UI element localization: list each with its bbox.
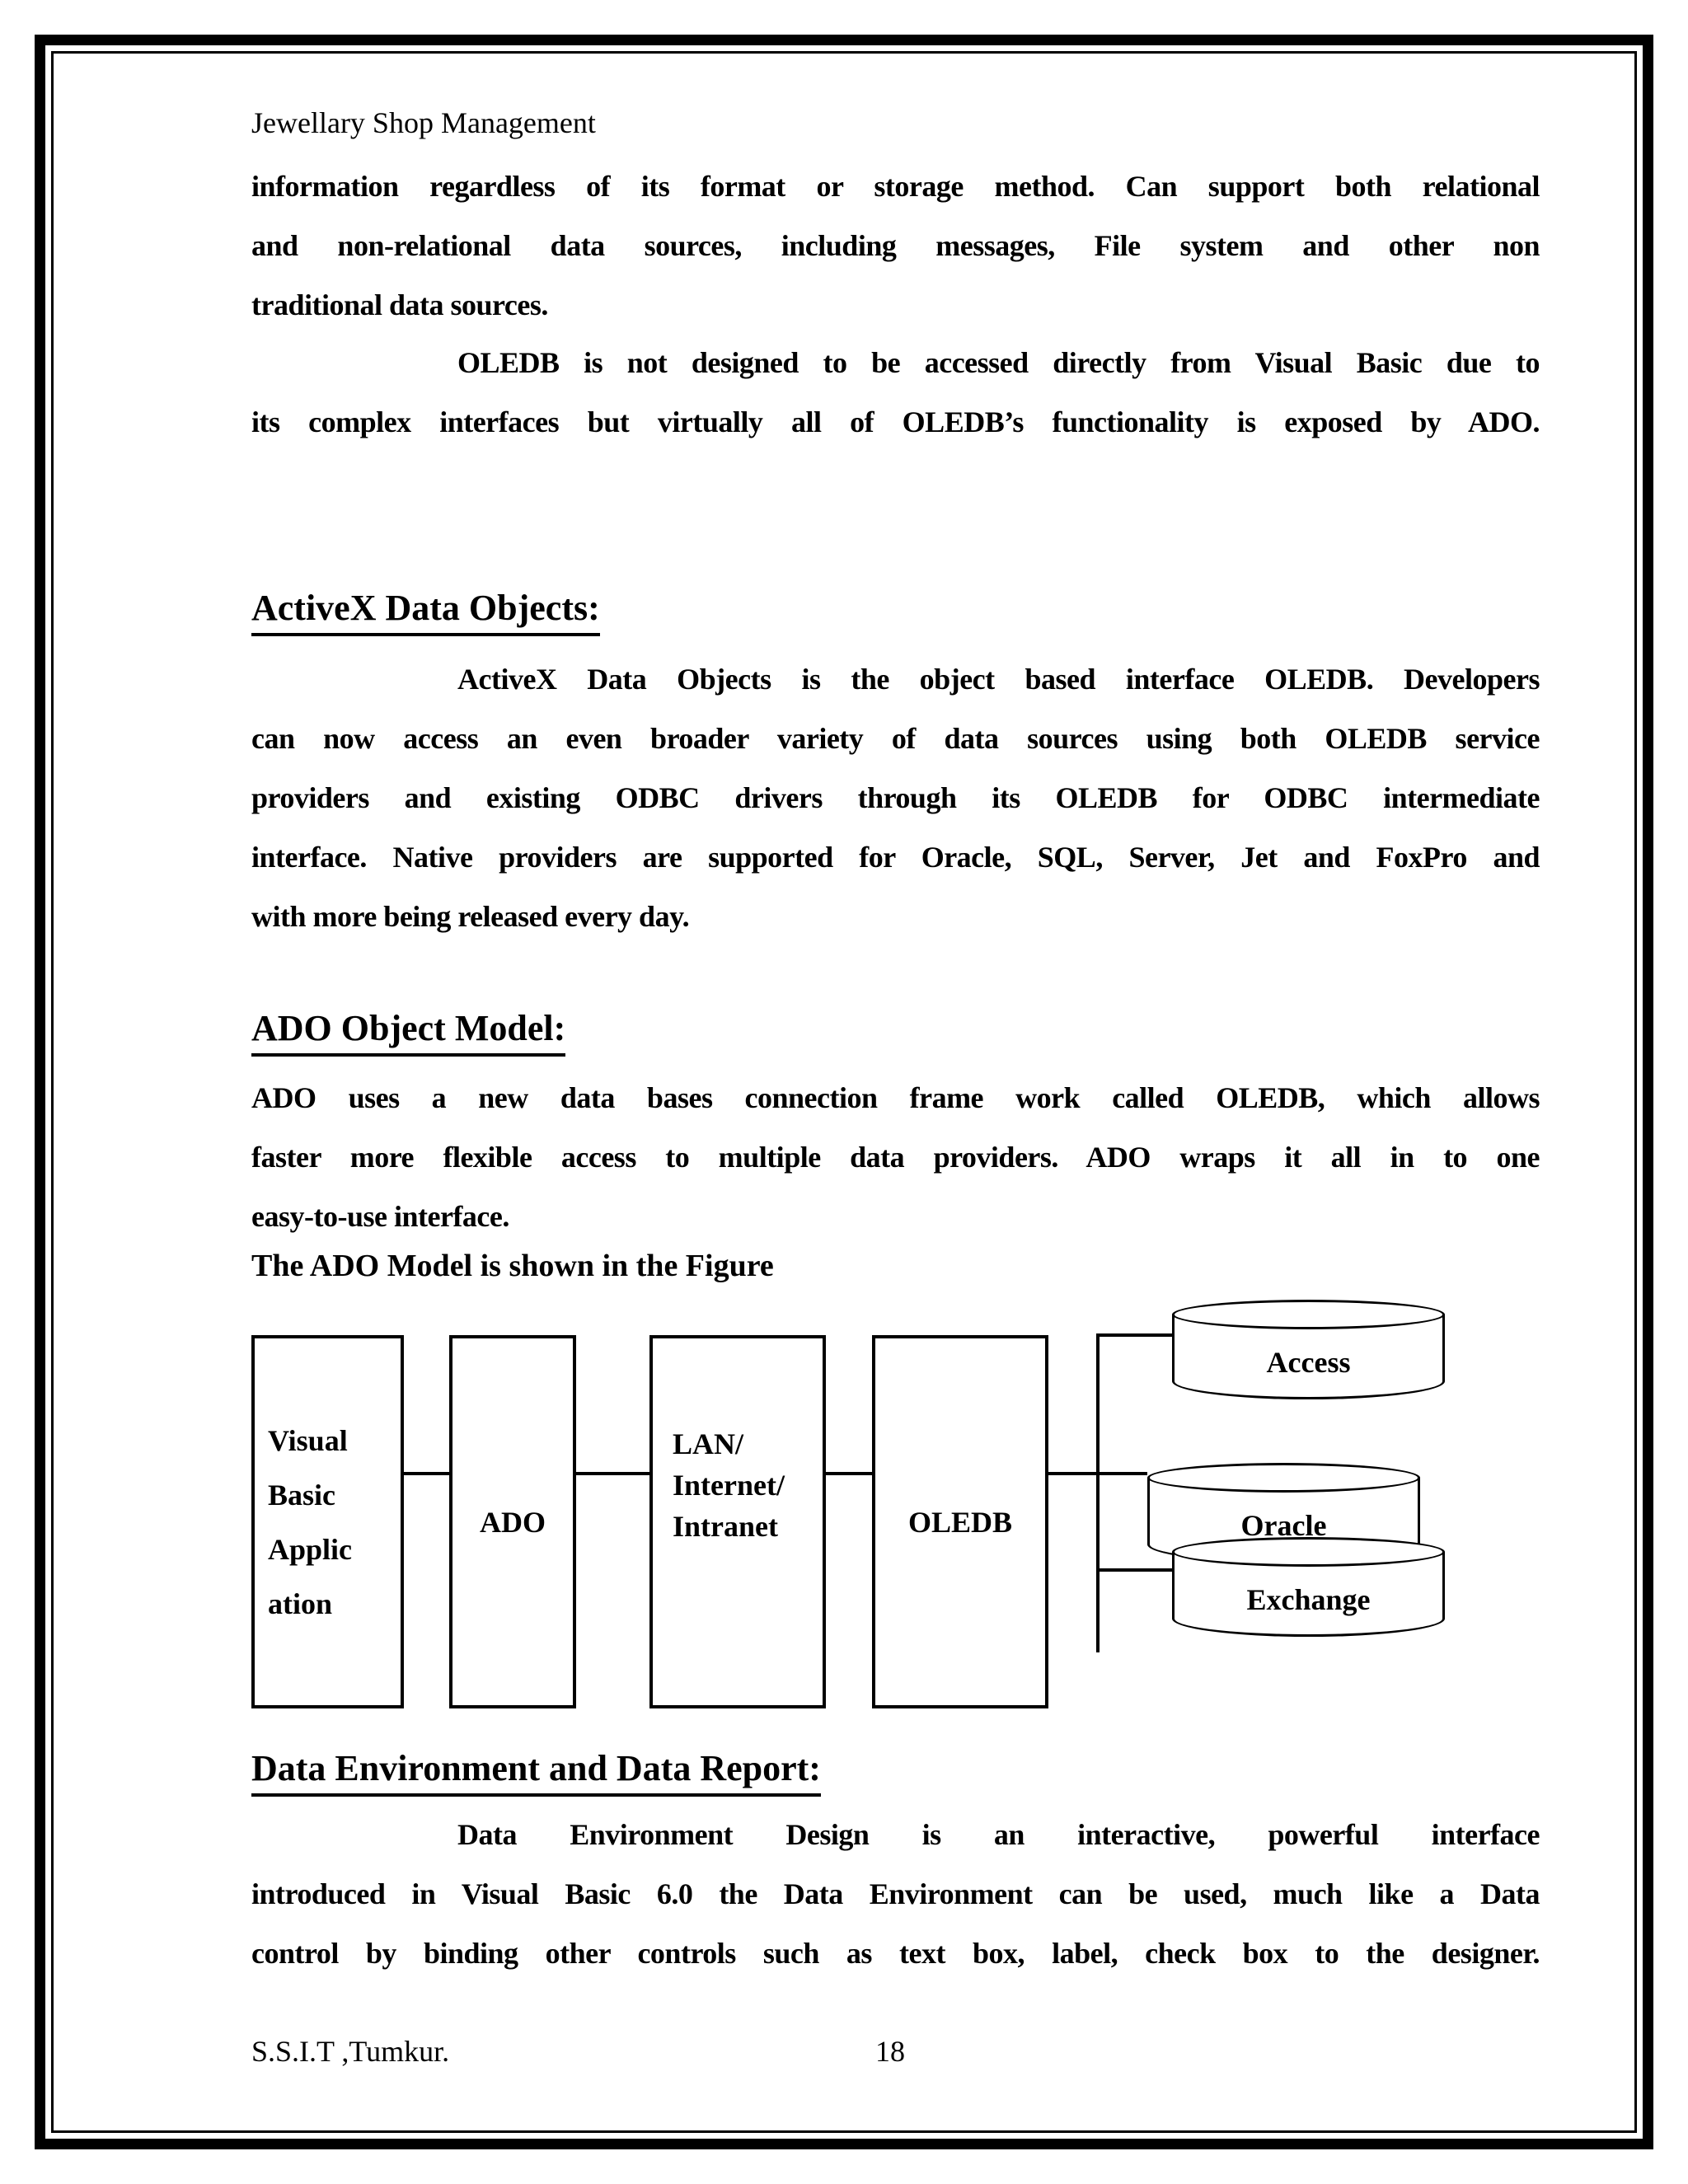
footer-page-number: 18 bbox=[875, 2035, 905, 2068]
section-heading-activex: ActiveX Data Objects: bbox=[251, 587, 600, 636]
text-line: Data Environment Design is an interactiv… bbox=[457, 1818, 1540, 1851]
cylinder-label: Oracle bbox=[1240, 1508, 1327, 1542]
connector-branch-trunk bbox=[1096, 1333, 1100, 1652]
paragraph-oledb-access: OLEDB is not designed to be accessed dir… bbox=[251, 333, 1540, 452]
paragraph-oledb-intro: information regardless of its format or … bbox=[251, 157, 1540, 335]
paragraph-ado-model: ADO uses a new data bases connection fra… bbox=[251, 1068, 1540, 1246]
diagram-box-ado: ADO bbox=[449, 1335, 576, 1708]
text-line: providers and existing ODBC drivers thro… bbox=[251, 781, 1540, 814]
diagram-box-lan-internet-intranet: LAN/ Internet/ Intranet bbox=[649, 1335, 826, 1708]
diagram-box-label: Visual Basic Applic ation bbox=[268, 1423, 353, 1620]
connector-branch-to-exchange bbox=[1098, 1568, 1174, 1572]
page-border-inner bbox=[51, 51, 1637, 2133]
diagram-box-label: OLEDB bbox=[907, 1505, 1013, 1539]
text-line: can now access an even broader variety o… bbox=[251, 722, 1540, 755]
connector-lan-to-oledb bbox=[826, 1472, 872, 1475]
paragraph-activex: ActiveX Data Objects is the object based… bbox=[251, 649, 1540, 946]
cylinder-top-ellipse bbox=[1172, 1537, 1445, 1567]
running-header: Jewellary Shop Management bbox=[251, 106, 596, 139]
cylinder-label: Exchange bbox=[1246, 1582, 1371, 1616]
footer-institution: S.S.I.T ,Tumkur. bbox=[251, 2035, 450, 2068]
text-line: information regardless of its format or … bbox=[251, 170, 1540, 203]
text-line: faster more flexible access to multiple … bbox=[251, 1141, 1540, 1174]
section-heading-ado-model: ADO Object Model: bbox=[251, 1007, 566, 1057]
text-line: control by binding other controls such a… bbox=[251, 1937, 1540, 1970]
text-line: ActiveX Data Objects is the object based… bbox=[457, 663, 1540, 696]
connector-ado-to-lan bbox=[576, 1472, 649, 1475]
figure-caption: The ADO Model is shown in the Figure bbox=[251, 1249, 774, 1283]
text-line: traditional data sources. bbox=[251, 288, 548, 321]
diagram-box-label: LAN/ Internet/ Intranet bbox=[673, 1427, 785, 1543]
text-line: interface. Native providers are supporte… bbox=[251, 841, 1540, 874]
cylinder-label: Access bbox=[1266, 1345, 1351, 1379]
connector-vb-to-ado bbox=[404, 1472, 449, 1475]
text-line: OLEDB is not designed to be accessed dir… bbox=[457, 346, 1540, 379]
database-cylinder-access: Access bbox=[1172, 1300, 1445, 1399]
page-border-outer bbox=[35, 35, 1653, 2149]
section-heading-data-environment: Data Environment and Data Report: bbox=[251, 1747, 821, 1797]
text-line: its complex interfaces but virtually all… bbox=[251, 405, 1540, 438]
cylinder-top-ellipse bbox=[1147, 1463, 1420, 1493]
diagram-box-oledb: OLEDB bbox=[872, 1335, 1048, 1708]
connector-branch-to-access bbox=[1098, 1333, 1174, 1337]
database-cylinder-exchange: Exchange bbox=[1172, 1537, 1445, 1637]
diagram-box-label: ADO bbox=[480, 1505, 546, 1539]
text-line: with more being released every day. bbox=[251, 900, 690, 933]
text-line: easy-to-use interface. bbox=[251, 1200, 509, 1233]
text-line: introduced in Visual Basic 6.0 the Data … bbox=[251, 1877, 1540, 1910]
text-line: ADO uses a new data bases connection fra… bbox=[251, 1081, 1540, 1114]
cylinder-top-ellipse bbox=[1172, 1300, 1445, 1329]
text-line: and non-relational data sources, includi… bbox=[251, 229, 1540, 262]
paragraph-data-environment: Data Environment Design is an interactiv… bbox=[251, 1805, 1540, 1983]
diagram-box-visual-basic-application: Visual Basic Applic ation bbox=[251, 1335, 404, 1708]
